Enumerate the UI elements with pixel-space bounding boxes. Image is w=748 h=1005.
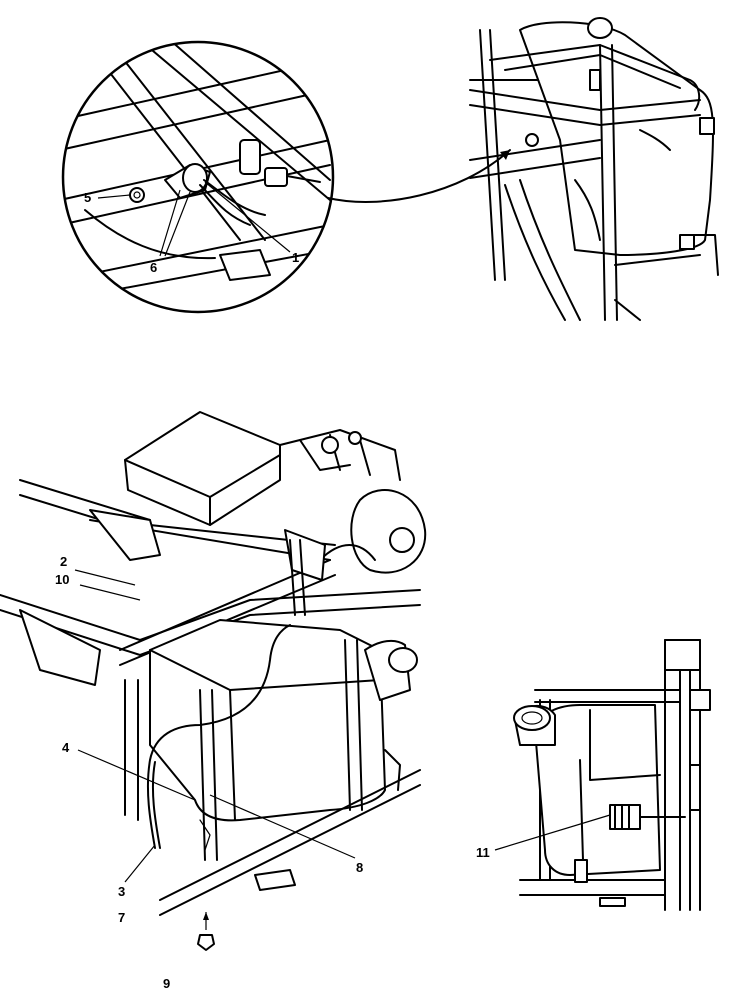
callout-3: 3 xyxy=(118,884,125,899)
callout-1: 1 xyxy=(292,250,299,265)
side-view-tank xyxy=(513,639,711,911)
callout-2: 2 xyxy=(60,554,67,569)
main-assembly-view xyxy=(0,411,427,951)
leader-lines xyxy=(74,181,611,883)
detail-circle-view xyxy=(61,40,511,314)
callout-9: 9 xyxy=(163,976,170,991)
callout-8: 8 xyxy=(356,860,363,875)
top-right-frame-view xyxy=(469,17,719,321)
callout-4: 4 xyxy=(62,740,70,755)
callout-5: 5 xyxy=(84,190,91,205)
callout-labels: 1 2 3 4 5 6 7 8 9 10 11 xyxy=(55,190,490,991)
callout-6: 6 xyxy=(150,260,157,275)
callout-7: 7 xyxy=(118,910,125,925)
callout-11: 11 xyxy=(476,845,490,860)
callout-10: 10 xyxy=(55,572,69,587)
